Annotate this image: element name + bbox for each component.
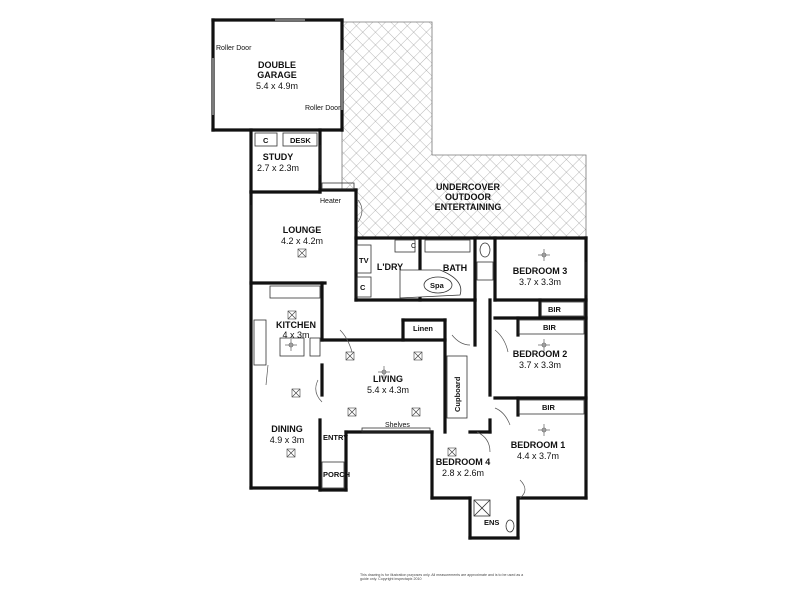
living-dims: 5.4 x 4.3m (367, 385, 409, 395)
bedroom3-label: BEDROOM 3 (513, 266, 568, 276)
kitchen-label: KITCHEN (276, 320, 316, 330)
disclaimer-text: This drawing is for illustration purpose… (360, 573, 524, 582)
tv-label: TV (359, 256, 369, 265)
study-c-label: C (263, 136, 269, 145)
linen-label: Linen (413, 324, 433, 333)
bedroom4-label: BEDROOM 4 (436, 457, 491, 467)
study-dims: 2.7 x 2.3m (257, 163, 299, 173)
cupboard-label: Cupboard (453, 376, 462, 412)
bath-label: BATH (443, 263, 467, 273)
laundry-label: L'DRY (377, 262, 403, 272)
garage-walls (211, 18, 344, 132)
bedroom2-label: BEDROOM 2 (513, 349, 568, 359)
dining-dims: 4.9 x 3m (270, 435, 305, 445)
dining-label: DINING (271, 424, 303, 434)
outdoor-label-line2: OUTDOOR (445, 192, 491, 202)
heater-label: Heater (320, 198, 342, 205)
shelves-label: Shelves (385, 422, 410, 429)
study-walls (249, 128, 322, 194)
lounge-label: LOUNGE (283, 225, 322, 235)
study-label: STUDY (263, 152, 294, 162)
porch-label: PORCH (323, 470, 350, 479)
bedroom3-bir: BIR (548, 305, 562, 314)
spa-label: Spa (430, 281, 445, 290)
bedroom3-dims: 3.7 x 3.3m (519, 277, 561, 287)
kitchen-dims: 4 x 3m (282, 330, 309, 340)
fixtures (250, 182, 587, 533)
bedroom1-dims: 4.4 x 3.7m (517, 451, 559, 461)
garage-label-line1: DOUBLE (258, 60, 296, 70)
garage-label-line2: GARAGE (257, 70, 297, 80)
bedroom2-bir: BIR (543, 323, 557, 332)
outdoor-label-line1: UNDERCOVER (436, 182, 501, 192)
lounge-dims: 4.2 x 4.2m (281, 236, 323, 246)
garage-dims: 5.4 x 4.9m (256, 81, 298, 91)
roller-door-label-2: Roller Door (305, 105, 341, 112)
bedroom1-label: BEDROOM 1 (511, 440, 566, 450)
ensuite-label: ENS (484, 518, 499, 527)
living-label: LIVING (373, 374, 403, 384)
roller-door-label-1: Roller Door (216, 45, 252, 52)
laundry-c-top: C (411, 243, 416, 250)
bedroom4-dims: 2.8 x 2.6m (442, 468, 484, 478)
light-fixtures (285, 248, 550, 458)
bedroom1-bir: BIR (542, 403, 556, 412)
outdoor-label-line3: ENTERTAINING (435, 202, 502, 212)
bedroom2-dims: 3.7 x 3.3m (519, 360, 561, 370)
laundry-c-left: C (360, 283, 366, 292)
study-desk-label: DESK (290, 136, 311, 145)
entry-label: ENTRY (323, 433, 348, 442)
